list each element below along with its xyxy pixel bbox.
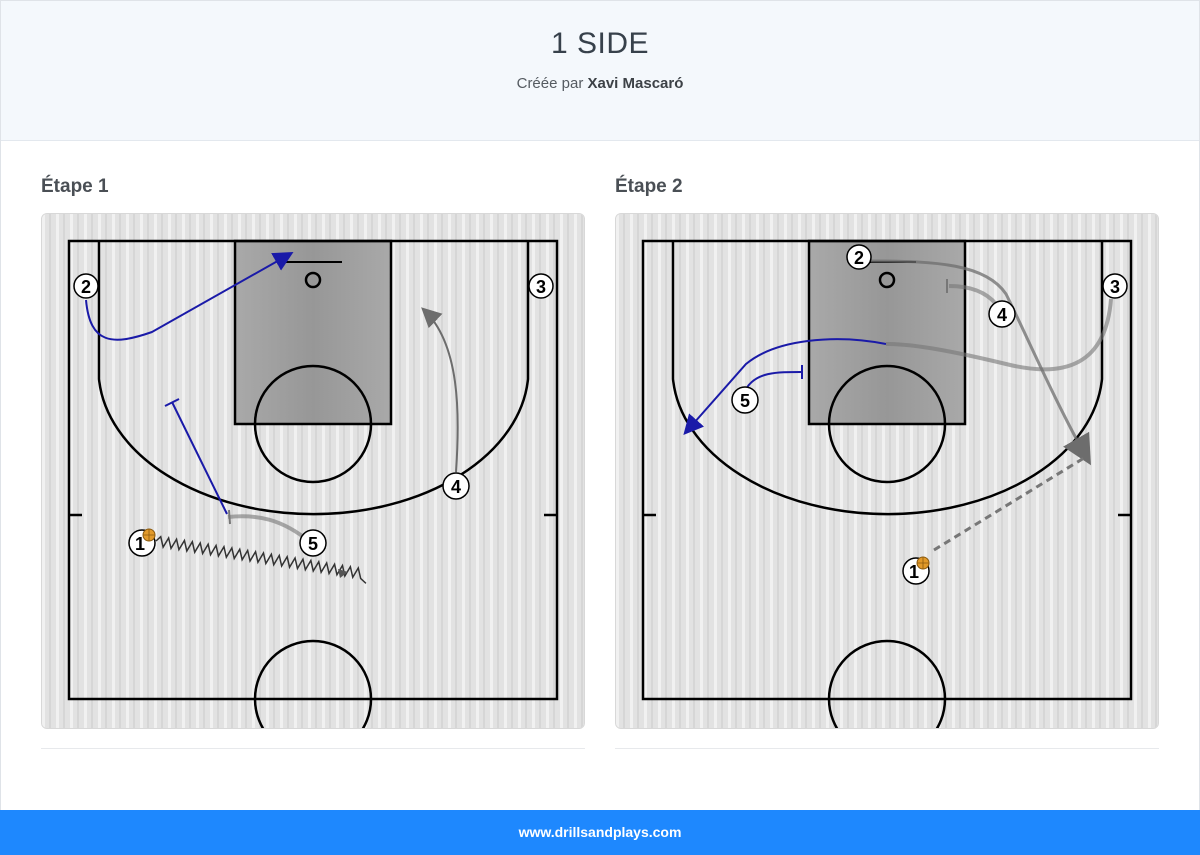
cut-player-2 (85, 252, 294, 341)
cut-end-tee (164, 398, 180, 407)
step-1-title: Étape 1 (41, 176, 109, 197)
step-2-title: Étape 2 (615, 176, 683, 197)
player-5[interactable]: 5 (731, 386, 759, 414)
step-1-court: 2 3 4 5 1 (41, 213, 585, 729)
center-circle (253, 639, 373, 728)
page-header: 1 SIDE Créée par Xavi Mascaró (1, 1, 1199, 141)
svg-text:4: 4 (997, 305, 1007, 325)
move-player-4 (421, 307, 459, 473)
player-2[interactable]: 2 (846, 244, 872, 270)
svg-text:1: 1 (909, 562, 919, 582)
paint-key (807, 239, 967, 426)
svg-text:5: 5 (308, 534, 318, 554)
svg-text:5: 5 (740, 391, 750, 411)
svg-text:4: 4 (451, 477, 461, 497)
author-byline: Créée par Xavi Mascaró (1, 75, 1199, 92)
rim (304, 271, 322, 289)
pass-player-1 (933, 456, 1085, 552)
free-throw-circle (253, 364, 373, 484)
court-boundary (641, 239, 1133, 701)
step-1-divider (41, 748, 585, 749)
player-4[interactable]: 4 (988, 300, 1016, 328)
page-title: 1 SIDE (550, 27, 650, 60)
player-3[interactable]: 3 (528, 273, 554, 299)
dribble-player-1 (155, 535, 367, 584)
paint-key (233, 239, 393, 426)
svg-text:3: 3 (536, 277, 546, 297)
player-3[interactable]: 3 (1102, 273, 1128, 299)
court-boundary (67, 239, 559, 701)
author-name[interactable]: Xavi Mascaró (587, 75, 684, 92)
svg-text:3: 3 (1110, 277, 1120, 297)
center-circle (827, 639, 947, 728)
cut-player-5 (171, 401, 228, 515)
footer-site-link[interactable]: www.drillsandplays.com (518, 824, 682, 840)
svg-text:2: 2 (81, 277, 91, 297)
screen-player-3 (885, 298, 1113, 372)
basketball-icon (142, 528, 156, 542)
player-2[interactable]: 2 (73, 273, 99, 299)
svg-text:1: 1 (135, 534, 145, 554)
move-player-2 (870, 259, 1091, 466)
step-2-court: 2 3 4 5 1 (615, 213, 1159, 729)
screen-player-4 (948, 284, 998, 306)
free-throw-circle (827, 364, 947, 484)
basketball-icon (916, 556, 930, 570)
three-point-line (97, 241, 530, 516)
cut-player-3 (683, 338, 887, 435)
footer-bar: www.drillsandplays.com (0, 810, 1200, 855)
svg-text:2: 2 (854, 248, 864, 268)
player-4[interactable]: 4 (442, 472, 470, 500)
dribble-arrowhead (338, 569, 348, 578)
step-2-divider (615, 748, 1159, 749)
cut-player-5 (745, 371, 803, 390)
player-5[interactable]: 5 (299, 529, 327, 557)
rim (878, 271, 896, 289)
byline-prefix: Créée par (516, 75, 584, 92)
screen-tee (228, 509, 231, 525)
